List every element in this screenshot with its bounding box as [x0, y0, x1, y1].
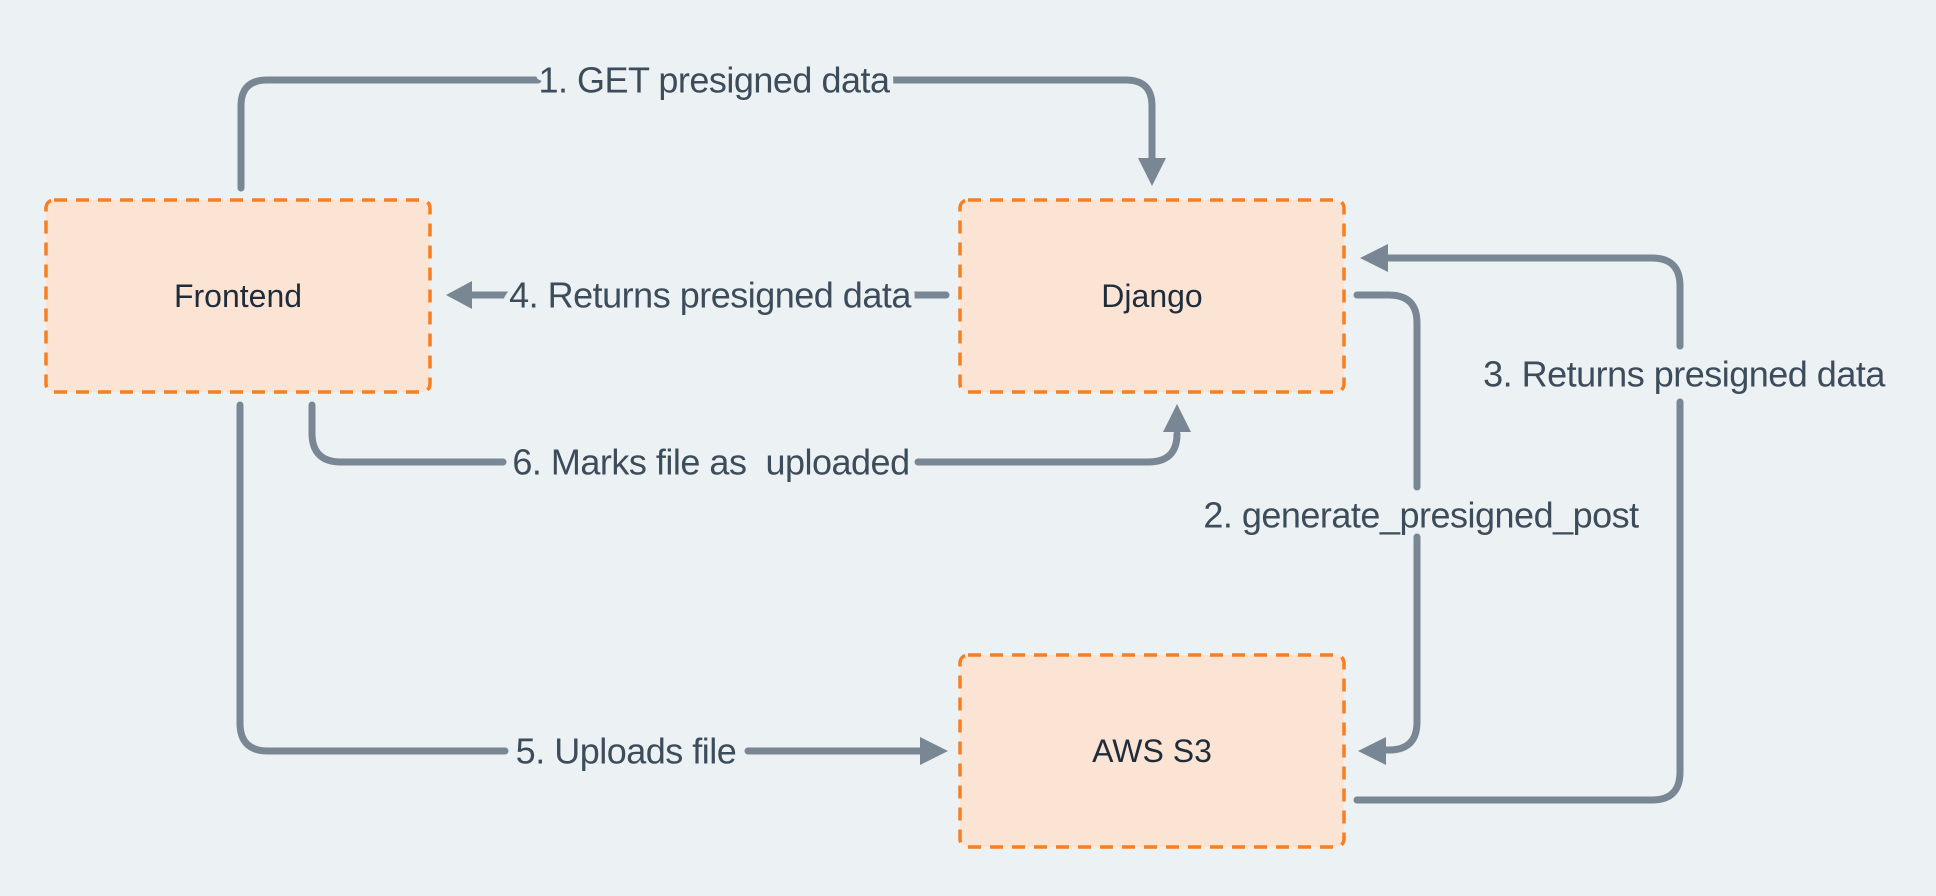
arrow-step2-arrowhead-icon [1358, 737, 1386, 765]
arrow-step5 [236, 401, 948, 765]
arrow-step6-line-right [914, 430, 1181, 466]
arrow-step3 [1353, 244, 1684, 804]
frontend-node-box [44, 198, 432, 394]
frontend-node: Frontend [44, 198, 432, 394]
arrow-step4 [446, 281, 950, 309]
aws-s3-node-box [958, 653, 1346, 849]
django-node-box [958, 198, 1346, 394]
arrow-step1-line-right [886, 76, 1156, 162]
django-node-label: Django [1101, 278, 1202, 314]
arrow-step5-arrowhead-icon [920, 737, 948, 765]
arrow-step3-arrowhead-icon [1360, 244, 1388, 272]
arrow-step2 [1353, 291, 1421, 765]
arrow-step4-arrowhead-icon [446, 281, 472, 309]
arrow-step6-line-left [308, 401, 507, 466]
arrow-step4-label: 4. Returns presigned data [509, 275, 912, 316]
arrow-step6-arrowhead-icon [1163, 404, 1191, 432]
arrow-step1-label: 1. GET presigned data [538, 60, 891, 101]
frontend-node-label: Frontend [174, 278, 302, 314]
django-node: Django [958, 198, 1346, 394]
arrow-step2-line-top [1353, 291, 1421, 491]
arrow-step2-label: 2. generate_presigned_post [1203, 495, 1639, 536]
arrow-step3-line-bottom [1353, 398, 1684, 804]
arrow-step6 [308, 401, 1191, 466]
arrow-step3-line-top [1382, 254, 1684, 350]
arrow-step5-line-left [236, 401, 509, 755]
arrow-step5-label: 5. Uploads file [516, 731, 737, 772]
aws-s3-node-label: AWS S3 [1092, 733, 1212, 769]
arrow-step1 [237, 76, 1166, 192]
arrow-step1-arrowhead-icon [1138, 158, 1166, 186]
arrow-step3-label: 3. Returns presigned data [1483, 354, 1886, 395]
arrow-step6-label: 6. Marks file as uploaded [512, 442, 909, 483]
arrow-step2-line-bottom [1382, 533, 1421, 754]
aws-s3-node: AWS S3 [958, 653, 1346, 849]
arrow-step1-line-left [237, 76, 542, 192]
